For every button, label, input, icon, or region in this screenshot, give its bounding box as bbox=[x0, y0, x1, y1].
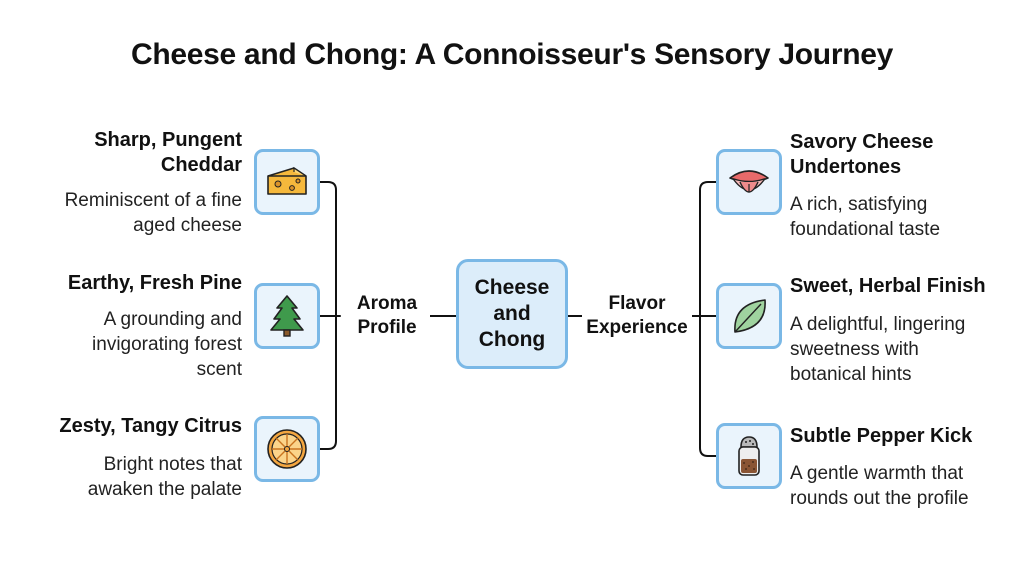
desc-line: A delightful, lingering bbox=[790, 314, 966, 335]
title-line: Cheddar bbox=[160, 154, 242, 176]
pine-icon-box bbox=[254, 283, 320, 349]
flavor-hub-line: Flavor bbox=[608, 293, 666, 314]
desc-line: rounds out the profile bbox=[790, 488, 969, 509]
flavor-item-desc: A gentle warmth that rounds out the prof… bbox=[790, 461, 1010, 511]
aroma-item-title: Zesty, Tangy Citrus bbox=[20, 414, 242, 439]
title-line: Undertones bbox=[790, 156, 902, 178]
desc-line: Bright notes that bbox=[103, 454, 242, 475]
leaf-icon bbox=[734, 299, 766, 333]
aroma-hub-label: Aroma Profile bbox=[344, 292, 430, 340]
cheese-icon-box bbox=[254, 149, 320, 215]
aroma-item-desc: Bright notes that awaken the palate bbox=[20, 452, 242, 502]
aroma-item-title: Sharp, Pungent Cheddar bbox=[20, 128, 242, 178]
flavor-item-title: Subtle Pepper Kick bbox=[790, 424, 1010, 449]
desc-line: sweetness with bbox=[790, 339, 919, 360]
title-line: Earthy, Fresh Pine bbox=[67, 272, 242, 294]
flavor-item-desc: A delightful, lingering sweetness with b… bbox=[790, 312, 1010, 387]
tongue-icon-box bbox=[716, 149, 782, 215]
title-line: Savory Cheese bbox=[790, 131, 934, 153]
flavor-hub-label: Flavor Experience bbox=[582, 292, 692, 340]
leaf-icon-box bbox=[716, 283, 782, 349]
flavor-item-title: Savory Cheese Undertones bbox=[790, 130, 1010, 180]
aroma-hub-line: Profile bbox=[357, 317, 417, 338]
flavor-item-title: Sweet, Herbal Finish bbox=[790, 274, 1010, 299]
desc-line: invigorating forest bbox=[92, 334, 242, 355]
flavor-hub-line: Experience bbox=[586, 317, 688, 338]
citrus-icon-box bbox=[254, 416, 320, 482]
pepper-shaker-icon bbox=[738, 436, 760, 476]
center-node: Cheese and Chong bbox=[456, 259, 568, 369]
desc-line: awaken the palate bbox=[87, 479, 242, 500]
citrus-slice-icon bbox=[267, 429, 307, 469]
desc-line: A rich, satisfying bbox=[790, 194, 928, 215]
aroma-item-desc: Reminiscent of a fine aged cheese bbox=[20, 188, 242, 238]
aroma-item-desc: A grounding and invigorating forest scen… bbox=[20, 307, 242, 382]
center-label-line: Cheese bbox=[474, 276, 550, 299]
tongue-icon bbox=[729, 170, 769, 193]
center-label-line: Chong bbox=[478, 328, 546, 351]
title-line: Sharp, Pungent bbox=[94, 129, 242, 151]
diagram-title: Cheese and Chong: A Connoisseur's Sensor… bbox=[130, 38, 894, 71]
title-line: Zesty, Tangy Citrus bbox=[59, 415, 242, 437]
desc-line: botanical hints bbox=[790, 364, 912, 385]
center-label-line: and bbox=[493, 302, 531, 325]
desc-line: A grounding and bbox=[103, 309, 242, 330]
desc-line: foundational taste bbox=[790, 219, 941, 240]
desc-line: scent bbox=[196, 359, 242, 380]
desc-line: aged cheese bbox=[133, 215, 242, 236]
flavor-item-desc: A rich, satisfying foundational taste bbox=[790, 192, 1010, 242]
aroma-item-title: Earthy, Fresh Pine bbox=[20, 271, 242, 296]
desc-line: A gentle warmth that bbox=[790, 463, 964, 484]
pine-tree-icon bbox=[270, 295, 304, 337]
title-line: Subtle Pepper Kick bbox=[790, 425, 973, 447]
cheese-wedge-icon bbox=[267, 166, 307, 195]
title-line: Sweet, Herbal Finish bbox=[790, 275, 986, 297]
pepper-icon-box bbox=[716, 423, 782, 489]
aroma-hub-line: Aroma bbox=[356, 293, 418, 314]
desc-line: Reminiscent of a fine bbox=[64, 190, 242, 211]
